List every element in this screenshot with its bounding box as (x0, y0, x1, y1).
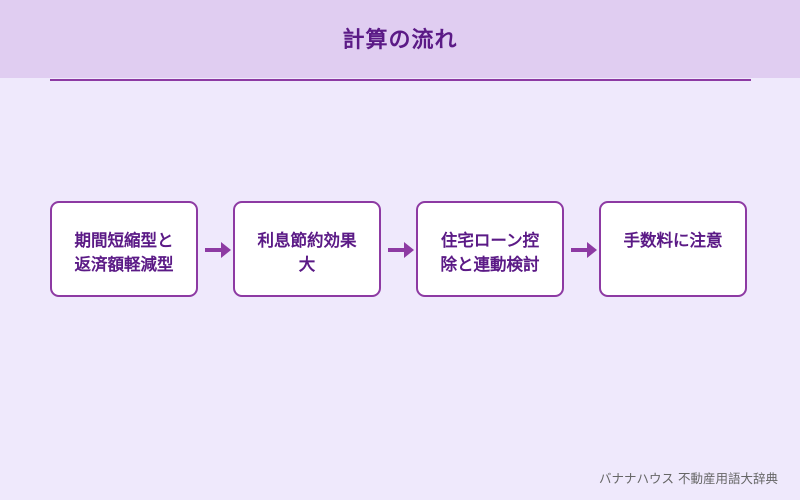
title-divider (50, 79, 751, 81)
flow-step-4-label: 手数料に注意 (623, 231, 723, 250)
flow-step-2: 利息節約効果 大 (233, 201, 381, 297)
source-credit: バナナハウス 不動産用語大辞典 (599, 471, 778, 486)
flow-step-2-label: 利息節約効果 大 (257, 231, 357, 274)
arrow-right-icon (571, 242, 597, 258)
flow-step-1: 期間短縮型と 返済額軽減型 (50, 201, 198, 297)
flow-step-3-label: 住宅ローン控 除と連動検討 (440, 231, 540, 274)
arrow-right-icon (205, 242, 231, 258)
arrow-right-icon (388, 242, 414, 258)
title-band (0, 0, 800, 78)
flow-step-4: 手数料に注意 (599, 201, 747, 297)
diagram-title: 計算の流れ (342, 28, 458, 53)
flow-step-1-label: 期間短縮型と 返済額軽減型 (74, 231, 174, 274)
flow-step-3: 住宅ローン控 除と連動検討 (416, 201, 564, 297)
